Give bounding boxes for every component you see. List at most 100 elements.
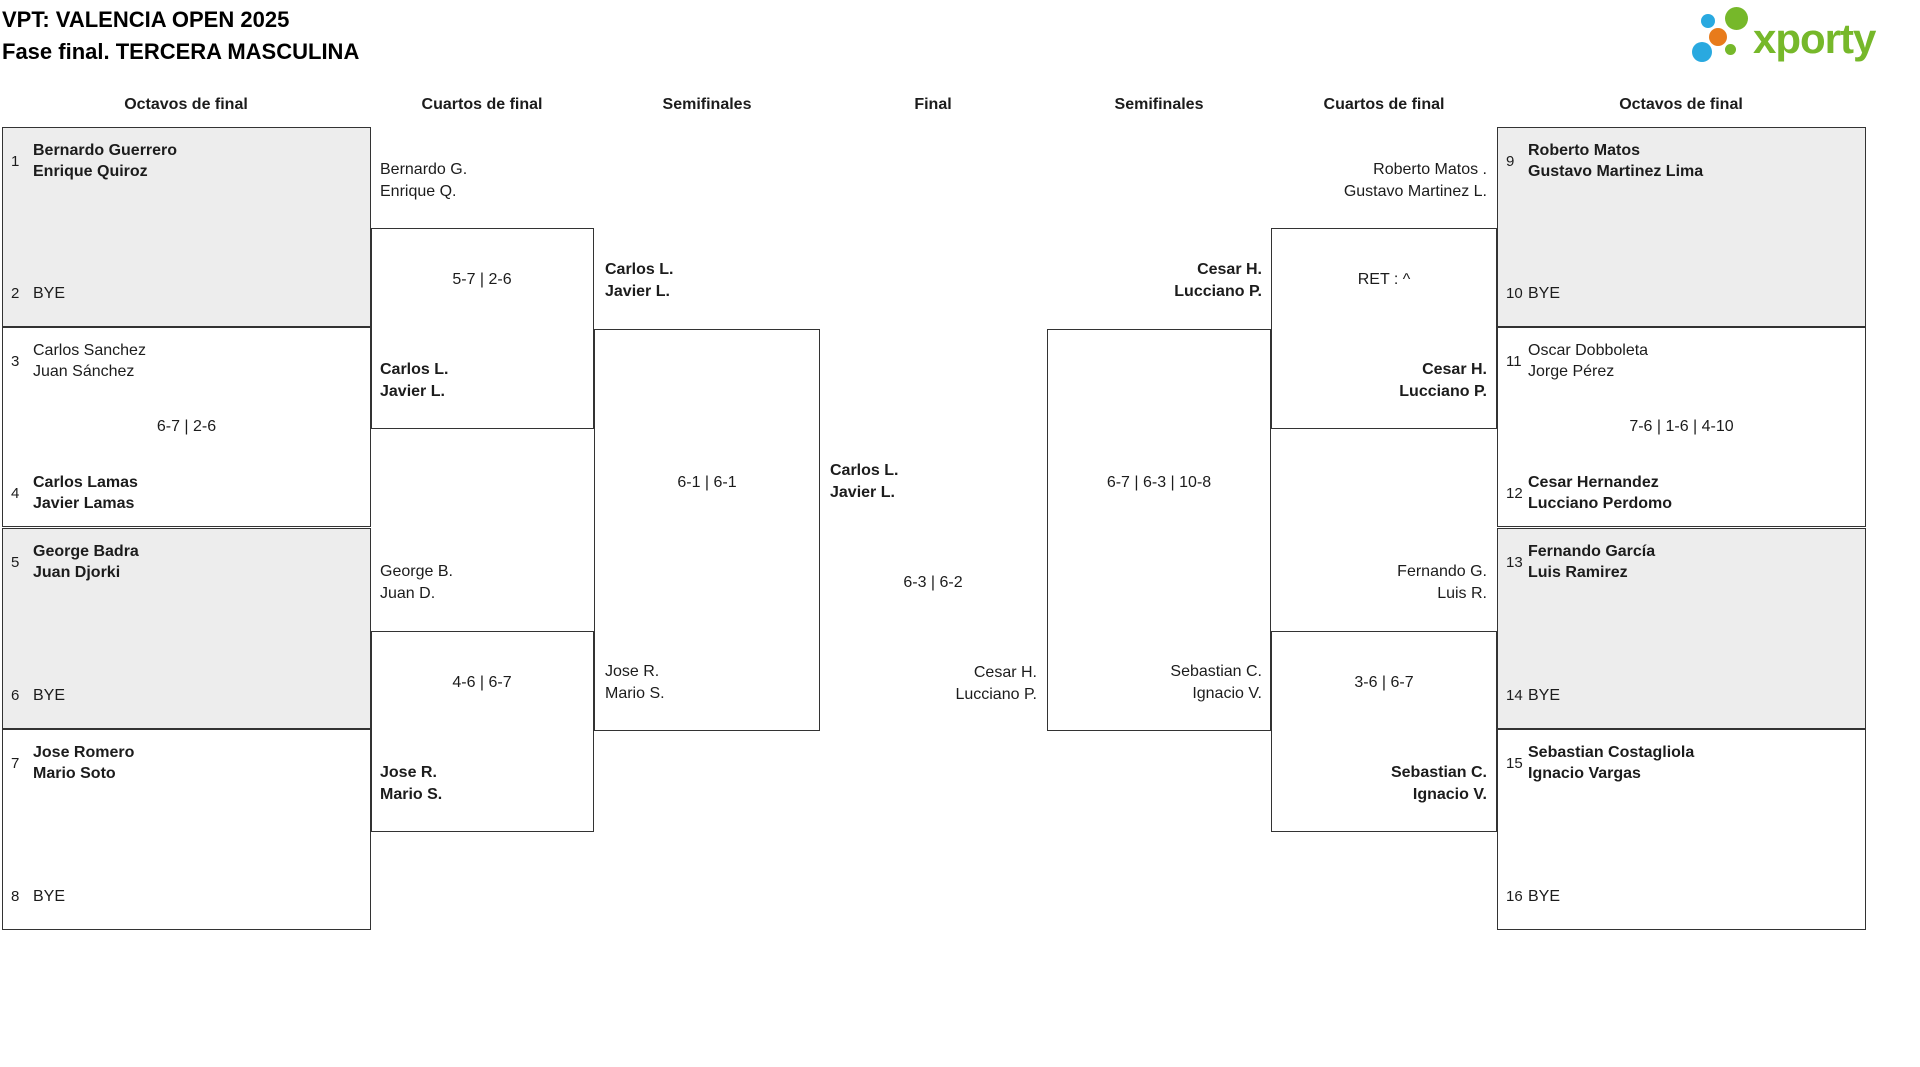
logo-dot-orange-icon [1709,28,1727,46]
team-slot-2: 2 BYE [11,283,364,304]
team-slot-8: 8 BYE [11,886,364,907]
final-score: 6-3 | 6-2 [903,574,963,591]
page-title: VPT: VALENCIA OPEN 2025 Fase final. TERC… [2,4,359,68]
cuartos-right-1-winner-team: Cesar H.Lucciano P. [1399,361,1487,400]
semifinal-right-score: 6-7 | 6-3 | 10-8 [1106,474,1212,491]
seed-number: 11 [1506,352,1522,370]
round-header-octavos-left: Octavos de final [124,96,248,113]
seed-number: 1 [11,152,20,170]
team-slot-16: 16 BYE [1506,886,1859,907]
seed-number: 5 [11,553,20,571]
semifinal-right-winner-team: Cesar H.Lucciano P. [1174,261,1262,300]
cuartos-left-2-top-team: George B.Juan D. [380,563,453,602]
seed-number: 10 [1506,285,1523,302]
cuartos-left-1-top-team: Bernardo G.Enrique Q. [380,161,468,200]
seed-number: 4 [11,484,20,502]
round-header-cuartos-left: Cuartos de final [421,96,543,113]
seed-number: 3 [11,352,20,370]
bye-label: BYE [33,687,66,704]
seed-number: 9 [1506,152,1515,170]
round-header-semis-left: Semifinales [662,96,752,113]
team-slot-6: 6 BYE [11,685,364,706]
semifinal-left-score: 6-1 | 6-1 [677,474,737,491]
seed-number: 2 [11,285,20,302]
match-score: 6-7 | 2-6 [156,418,217,435]
final-champion-team: Carlos L.Javier L. [830,462,899,501]
cuartos-right-match-1-box [1271,228,1497,429]
bye-label: BYE [1528,285,1561,302]
match-score: 7-6 | 1-6 | 4-10 [1629,418,1734,435]
cuartos-left-match-1-box [371,228,594,429]
semifinal-right-box [1047,329,1271,731]
cuartos-right-match-2-box [1271,631,1497,832]
phase-category: Fase final. TERCERA MASCULINA [2,39,360,64]
seed-number: 15 [1506,754,1523,772]
bye-label: BYE [33,888,66,905]
seed-number: 13 [1506,553,1523,571]
tournament-name: VPT: VALENCIA OPEN 2025 [2,7,290,32]
team-slot-10: 10 BYE [1506,283,1859,304]
seed-number: 14 [1506,687,1523,704]
logo-wordmark: xporty [1753,15,1876,62]
cuartos-right-2-top-team: Fernando G.Luis R. [1397,563,1487,602]
cuartos-right-1-score: RET : ^ [1357,271,1411,288]
seed-number: 8 [11,888,20,905]
cuartos-right-2-winner-team: Sebastian C.Ignacio V. [1390,764,1487,803]
cuartos-left-2-score: 4-6 | 6-7 [452,674,512,691]
seed-number: 7 [11,754,20,772]
cuartos-left-1-winner-team: Carlos L.Javier L. [380,361,449,400]
team-slot-14: 14 BYE [1506,685,1859,706]
cuartos-left-2-winner-team: Jose R.Mario S. [380,764,443,803]
round-header-cuartos-right: Cuartos de final [1323,96,1445,113]
logo-dot-green-small-icon [1725,44,1736,55]
semifinal-left-winner-team: Carlos L.Javier L. [605,261,674,300]
logo-dot-blue-large-icon [1692,42,1712,62]
bye-label: BYE [1528,687,1561,704]
final-runnerup-team: Cesar H.Lucciano P. [955,664,1037,703]
semifinal-left-box [594,329,820,731]
cuartos-left-match-2-box [371,631,594,832]
xporty-logo[interactable] [1688,0,1920,70]
round-header-semis-right: Semifinales [1114,96,1204,113]
bye-label: BYE [33,285,66,302]
seed-number: 6 [11,687,20,704]
logo-dot-green-large-icon [1725,7,1748,30]
round-header-final: Final [914,96,952,113]
seed-number: 12 [1506,484,1523,502]
semifinal-left-loser-team: Jose R.Mario S. [605,663,665,702]
round-header-octavos-right: Octavos de final [1619,96,1743,113]
cuartos-left-1-score: 5-7 | 2-6 [452,271,512,288]
semifinal-right-loser-team: Sebastian C.Ignacio V. [1170,663,1262,702]
cuartos-right-2-score: 3-6 | 6-7 [1354,674,1414,691]
logo-dot-blue-small-icon [1701,14,1715,28]
